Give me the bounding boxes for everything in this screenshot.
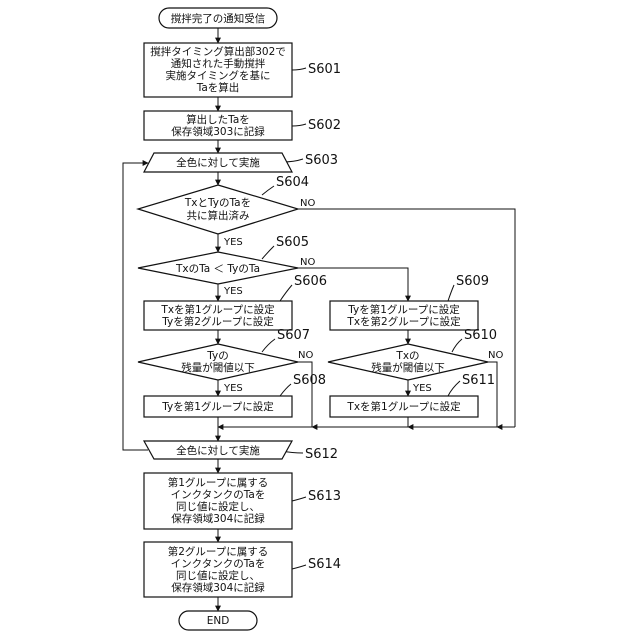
- step-s613-line-3: 同じ値に設定し、: [176, 500, 260, 513]
- s607-yes-label: YES: [223, 383, 243, 394]
- step-s601-line-2: 通知された手動撹拌: [171, 57, 266, 70]
- decision-s610-line-2: 残量が閾値以下: [371, 361, 445, 374]
- decision-s607-line-1: Tyの: [206, 350, 229, 362]
- end-node-text: END: [207, 615, 230, 627]
- decision-s607: Tyの 残量が閾値以下: [138, 344, 298, 380]
- step-s614-line-4: 保存領域304に記録: [171, 581, 265, 594]
- step-s601-line-4: Taを算出: [196, 81, 240, 94]
- loop-start-s603: 全色に対して実施: [144, 153, 292, 172]
- s607-no-label: NO: [298, 350, 313, 361]
- step-s602-line-2: 保存領域303に記録: [171, 125, 265, 138]
- step-s614-line-2: インクタンクのTaを: [171, 558, 266, 570]
- label-s608: S608: [293, 373, 326, 388]
- decision-s604-line-1: TxとTyのTaを: [184, 197, 251, 209]
- loop-start-s603-text: 全色に対して実施: [176, 156, 260, 169]
- step-s611: Txを第1グループに設定: [330, 396, 478, 417]
- step-s608: Tyを第1グループに設定: [144, 396, 292, 417]
- loop-end-s612-text: 全色に対して実施: [176, 444, 260, 457]
- decision-s605-text: TxのTa ＜ TyのTa: [175, 263, 260, 275]
- label-s612: S612: [305, 447, 338, 462]
- s605-yes-label: YES: [223, 286, 243, 297]
- label-s604: S604: [276, 175, 309, 190]
- step-s601-line-3: 実施タイミングを基に: [166, 69, 271, 82]
- s605-no-label: NO: [300, 257, 315, 268]
- step-s613-line-2: インクタンクのTaを: [171, 489, 266, 501]
- decision-s605: TxのTa ＜ TyのTa: [138, 252, 298, 284]
- label-s611: S611: [462, 373, 495, 388]
- step-s614: 第2グループに属する インクタンクのTaを 同じ値に設定し、 保存領域304に記…: [144, 542, 292, 597]
- step-s606: Txを第1グループに設定 Tyを第2グループに設定: [144, 301, 292, 330]
- label-s614: S614: [308, 557, 341, 572]
- step-s601: 撹拌タイミング算出部302で 通知された手動撹拌 実施タイミングを基に Taを算…: [144, 43, 292, 97]
- step-s613-line-4: 保存領域304に記録: [171, 512, 265, 525]
- decision-s607-line-2: 残量が閾値以下: [181, 361, 255, 374]
- label-s606: S606: [294, 274, 327, 289]
- step-s608-text: Tyを第1グループに設定: [161, 400, 274, 413]
- step-s613-line-1: 第1グループに属する: [168, 476, 269, 489]
- label-s607: S607: [277, 328, 310, 343]
- step-s614-line-3: 同じ値に設定し、: [176, 569, 260, 582]
- label-s605: S605: [276, 235, 309, 250]
- decision-s604-line-2: 共に算出済み: [187, 209, 250, 222]
- end-node: END: [179, 611, 257, 630]
- s604-yes-label: YES: [223, 237, 243, 248]
- label-s603: S603: [305, 153, 338, 168]
- label-s602: S602: [308, 118, 341, 133]
- step-s613: 第1グループに属する インクタンクのTaを 同じ値に設定し、 保存領域304に記…: [144, 473, 292, 529]
- decision-s604: TxとTyのTaを 共に算出済み: [138, 185, 298, 234]
- step-s602: 算出したTaを 保存領域303に記録: [144, 111, 292, 140]
- start-node: 撹拌完了の通知受信: [159, 8, 277, 28]
- start-node-text: 撹拌完了の通知受信: [171, 12, 266, 25]
- step-s609: Tyを第1グループに設定 Txを第2グループに設定: [330, 301, 478, 330]
- label-s609: S609: [456, 274, 489, 289]
- step-s609-line-1: Tyを第1グループに設定: [347, 303, 460, 316]
- label-s613: S613: [308, 489, 341, 504]
- s610-no-label: NO: [488, 350, 503, 361]
- step-s609-line-2: Txを第2グループに設定: [346, 315, 461, 328]
- label-s601: S601: [308, 62, 341, 77]
- loop-end-s612: 全色に対して実施: [144, 441, 292, 459]
- s610-yes-label: YES: [412, 383, 432, 394]
- s604-no-label: NO: [300, 198, 315, 209]
- step-s602-line-1: 算出したTaを: [186, 113, 250, 126]
- step-s606-line-2: Tyを第2グループに設定: [161, 315, 274, 328]
- step-s606-line-1: Txを第1グループに設定: [160, 303, 275, 316]
- label-s610: S610: [464, 328, 497, 343]
- step-s611-text: Txを第1グループに設定: [346, 400, 461, 413]
- step-s601-line-1: 撹拌タイミング算出部302で: [150, 45, 286, 58]
- step-s614-line-1: 第2グループに属する: [168, 545, 269, 558]
- decision-s610-line-1: Txの: [395, 350, 419, 362]
